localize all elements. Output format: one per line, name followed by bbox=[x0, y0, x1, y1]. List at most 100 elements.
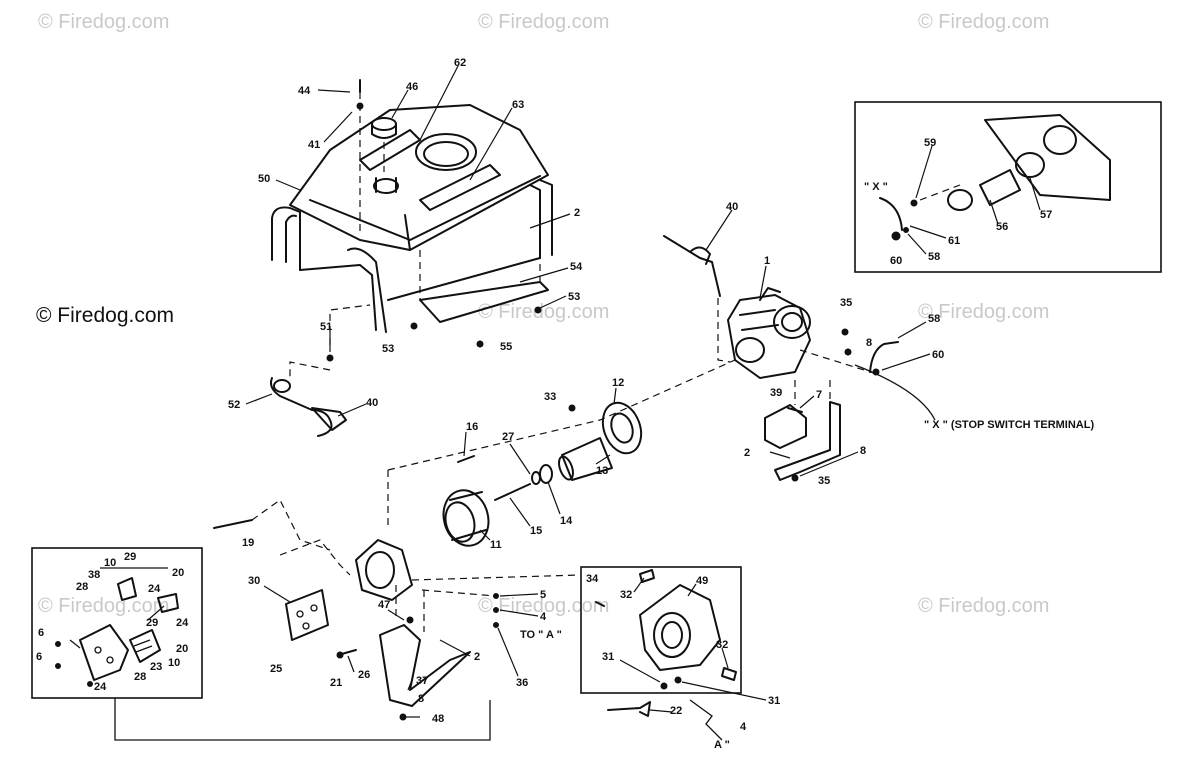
watermark-strong: © Firedog.com bbox=[36, 304, 174, 327]
callout-label: 8 bbox=[860, 445, 866, 457]
callout-label: 53 bbox=[568, 291, 580, 303]
inset-frame-left bbox=[31, 547, 203, 699]
callout-label: 35 bbox=[818, 475, 830, 487]
callout-label: 15 bbox=[530, 525, 542, 537]
callout-label: 8 bbox=[866, 337, 872, 349]
inset-frame-top bbox=[854, 101, 1162, 273]
engine-shaft bbox=[735, 337, 765, 363]
leader bbox=[69, 639, 81, 649]
callout-label: 2 bbox=[474, 651, 480, 663]
callout-label: 24 bbox=[176, 617, 189, 629]
outlet-hole bbox=[94, 646, 102, 654]
fuel-line-leader bbox=[329, 304, 371, 345]
fuel-cap-body bbox=[371, 123, 397, 139]
frame-rail bbox=[387, 257, 541, 301]
callout-label: 62 bbox=[454, 57, 466, 69]
leader bbox=[419, 65, 459, 141]
callout-leaders bbox=[69, 65, 1041, 718]
leader bbox=[799, 395, 815, 409]
engine-group bbox=[663, 235, 936, 482]
leader bbox=[323, 111, 353, 143]
callout-label: 13 bbox=[596, 465, 608, 477]
bottom-leaders bbox=[411, 574, 581, 597]
callout-label: 38 bbox=[88, 569, 100, 581]
frame-bracket-2 bbox=[379, 624, 471, 707]
engine-casting bbox=[984, 114, 1111, 201]
watermark: © Firedog.com bbox=[918, 11, 1049, 33]
leader bbox=[245, 393, 273, 405]
bearing-14 bbox=[539, 464, 553, 484]
leader bbox=[337, 403, 367, 417]
leader bbox=[275, 179, 301, 191]
rotor-13 bbox=[561, 437, 613, 481]
fan-ring-inner bbox=[610, 412, 634, 444]
engine-leader bbox=[717, 298, 731, 363]
leader bbox=[907, 233, 927, 255]
callout-label: 22 bbox=[670, 705, 682, 717]
frame-tube-left bbox=[271, 206, 301, 271]
inset-frame bbox=[580, 566, 742, 694]
callout-label: 57 bbox=[1040, 209, 1052, 221]
frame-tube-right bbox=[539, 179, 553, 256]
bracket-tab-7 bbox=[787, 407, 803, 413]
fuel-tank-frame-group bbox=[270, 79, 553, 437]
end-cover-49 bbox=[639, 584, 721, 671]
end-cover-inner bbox=[661, 621, 683, 649]
screw-6a bbox=[55, 641, 61, 647]
callout-label: 34 bbox=[586, 573, 599, 585]
leader bbox=[539, 295, 567, 309]
mount-leaders bbox=[794, 380, 831, 405]
leader bbox=[619, 659, 661, 683]
leader bbox=[497, 627, 519, 677]
inset-leader bbox=[919, 184, 961, 201]
clip-32b bbox=[721, 667, 737, 681]
screw-59 bbox=[910, 199, 918, 207]
callout-label: 36 bbox=[516, 677, 528, 689]
watermark: © Firedog.com bbox=[38, 595, 169, 617]
bolt-47 bbox=[406, 616, 414, 624]
nut-55 bbox=[476, 340, 484, 348]
to-a-note: TO " A " bbox=[520, 629, 562, 641]
stop-wire-58 bbox=[869, 341, 899, 373]
leader bbox=[499, 609, 539, 617]
breaker-28 bbox=[117, 577, 137, 601]
knob-22 bbox=[607, 701, 651, 717]
fuel-tank-edge bbox=[404, 214, 411, 251]
heat-shield-54 bbox=[419, 281, 549, 323]
through-bolt-15 bbox=[494, 483, 531, 501]
callout-label: 52 bbox=[228, 399, 240, 411]
bolt-19-leader bbox=[251, 499, 331, 551]
receptacle-inset bbox=[31, 547, 491, 741]
callout-label: 39 bbox=[770, 387, 782, 399]
watermark: © Firedog.com bbox=[478, 301, 609, 323]
panel-hole bbox=[302, 622, 310, 630]
callout-label: 63 bbox=[512, 99, 524, 111]
callout-label: 1 bbox=[764, 255, 770, 267]
callout-label: 28 bbox=[134, 671, 146, 683]
fuel-gauge bbox=[373, 178, 399, 194]
frame-tube-right-inner bbox=[529, 184, 541, 259]
clip-51 bbox=[326, 354, 334, 362]
panel-hole bbox=[296, 610, 304, 618]
leader bbox=[509, 443, 531, 475]
callout-label: 7 bbox=[816, 389, 822, 401]
callout-label: 20 bbox=[172, 567, 184, 579]
outlet-hole bbox=[106, 656, 114, 664]
leader bbox=[915, 145, 933, 199]
callout-label: 37 bbox=[416, 675, 428, 687]
callout-label: 21 bbox=[330, 677, 342, 689]
tank-opening bbox=[415, 133, 477, 171]
callout-label: 24 bbox=[148, 583, 161, 595]
stop-switch-leader bbox=[854, 364, 936, 421]
bolt-35a bbox=[841, 328, 849, 336]
frame-tube-left-inner bbox=[285, 214, 297, 263]
callout-label: 35 bbox=[840, 297, 852, 309]
end-bell bbox=[355, 539, 413, 601]
leader bbox=[909, 225, 947, 239]
washer-27 bbox=[531, 471, 541, 485]
governor-rod bbox=[663, 235, 721, 297]
fuel-valve bbox=[273, 379, 291, 393]
inset-connector bbox=[114, 698, 491, 741]
stop-switch-terminal-note: " X " (STOP SWITCH TERMINAL) bbox=[924, 419, 1094, 431]
leader bbox=[989, 199, 999, 225]
